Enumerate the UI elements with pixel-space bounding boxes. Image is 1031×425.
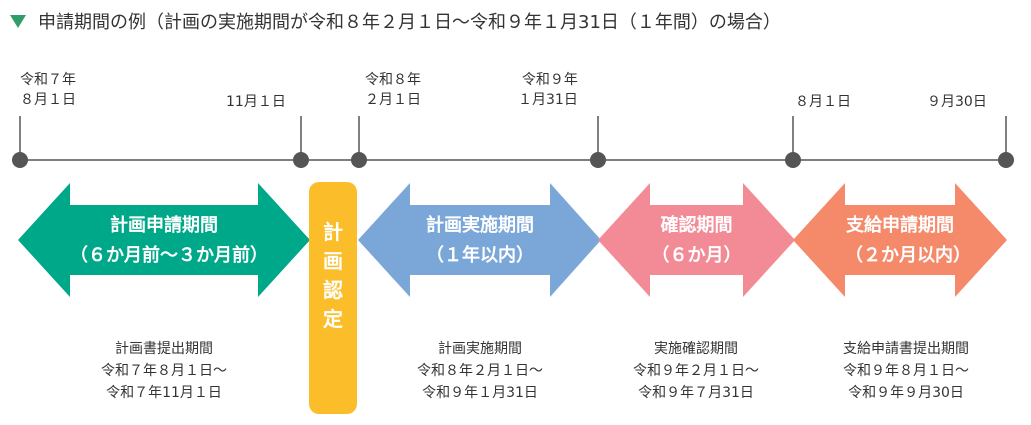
plan-implementation-description: 計画実施期間 令和８年２月１日～ 令和９年１月31日 — [417, 341, 543, 401]
timeline-label-4: 令和９年 １月31日 — [518, 72, 578, 108]
plan-certification-bar — [309, 182, 357, 414]
plan-implementation-arrow — [358, 183, 601, 297]
page-title: 申請期間の例（計画の実施期間が令和８年２月１日～令和９年１月31日（１年間）の場… — [10, 6, 781, 36]
timeline-dot-6 — [998, 152, 1014, 168]
confirmation-arrow — [598, 183, 795, 297]
timeline-label-6: ９月30日 — [927, 94, 987, 110]
plan-application-arrow — [18, 183, 310, 297]
payment-application-description: 支給申請書提出期間 令和９年８月１日～ 令和９年９月30日 — [843, 341, 969, 401]
timeline-label-2: 11月１日 — [226, 94, 286, 110]
title-text: 申請期間の例（計画の実施期間が令和８年２月１日～令和９年１月31日（１年間）の場… — [38, 12, 781, 33]
timeline-dot-5 — [785, 152, 801, 168]
payment-application-label: 支給申請期間 （２か月以内） — [845, 215, 971, 266]
timeline-dot-1 — [12, 152, 28, 168]
timeline-label-1: 令和７年 ８月１日 — [20, 72, 76, 108]
triangle-bullet-icon — [10, 14, 26, 28]
confirmation-label: 確認期間 （６か月） — [651, 215, 742, 266]
payment-application-arrow — [793, 183, 1007, 297]
plan-implementation-label: 計画実施期間 （１年以内） — [426, 215, 534, 266]
timeline-label-5: ８月１日 — [795, 94, 851, 110]
timeline-dot-4 — [590, 152, 606, 168]
plan-certification-label: 計 画 認 定 — [323, 220, 343, 331]
plan-application-label: 計画申請期間 （６か月前～３か月前） — [70, 215, 268, 266]
timeline-dot-2 — [293, 152, 309, 168]
timeline-label-3: 令和８年 ２月１日 — [365, 72, 421, 108]
confirmation-description: 実施確認期間 令和９年２月１日～ 令和９年７月31日 — [633, 341, 759, 401]
timeline-dot-3 — [351, 152, 367, 168]
plan-application-description: 計画書提出期間 令和７年８月１日～ 令和７年11月１日 — [101, 341, 227, 401]
